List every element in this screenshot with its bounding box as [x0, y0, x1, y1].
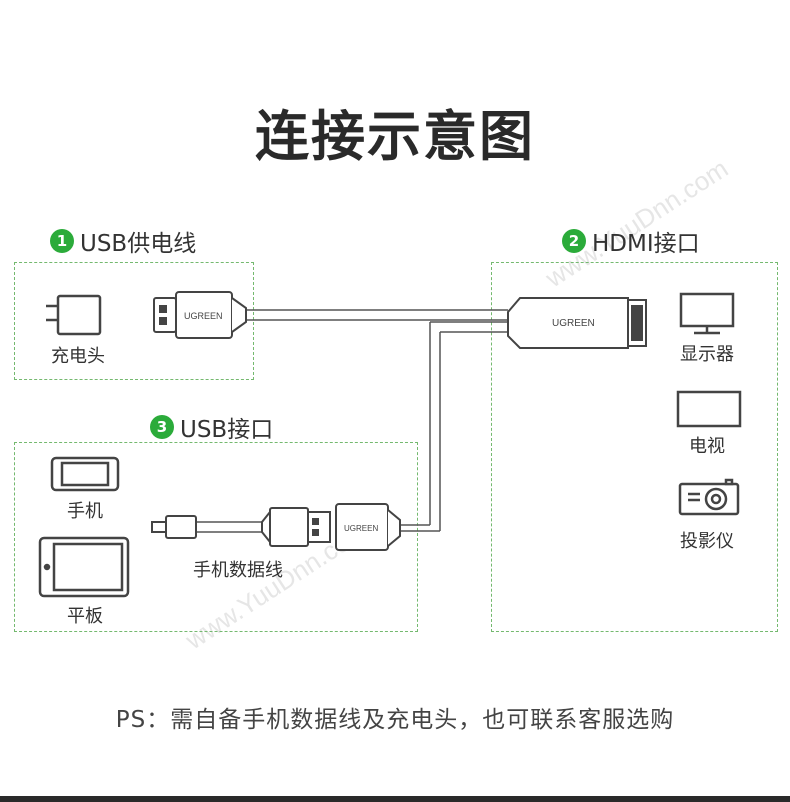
section-usb-port-label: 3 USB接口 [150, 410, 273, 444]
hdmi-label-text: HDMI接口 [592, 231, 700, 257]
page-title: 连接示意图 [255, 105, 535, 168]
phone-data-cable [196, 521, 262, 533]
usb-female-connector-icon [335, 503, 401, 551]
hdmi-plug-icon [507, 297, 647, 349]
step-badge-2: 2 [562, 229, 586, 253]
projector-label: 投影仪 [680, 531, 734, 552]
phone-label: 手机 [67, 501, 103, 522]
footer-note: PS：需自备手机数据线及充电头，也可联系客服选购 [115, 707, 675, 733]
split-cable [400, 321, 508, 532]
usb-a-male-plug-icon [261, 507, 331, 547]
power-cable [236, 309, 508, 321]
tablet-icon [38, 536, 130, 598]
charger-label: 充电头 [51, 346, 105, 367]
usb-female-brand: UGREEN [344, 524, 378, 533]
tv-label: 电视 [689, 436, 725, 457]
usb-port-label-text: USB接口 [180, 417, 274, 443]
step-badge-1: 1 [50, 229, 74, 253]
step-badge-3: 3 [150, 415, 174, 439]
charger-icon [46, 294, 102, 336]
phone-cable-label: 手机数据线 [193, 560, 283, 581]
tv-icon [676, 390, 742, 428]
micro-usb-plug-icon [151, 515, 197, 539]
section-hdmi-label: 2 HDMI接口 [562, 224, 700, 258]
usb-power-label-text: USB供电线 [80, 231, 197, 257]
monitor-icon [679, 292, 735, 335]
usb-port-box [14, 442, 418, 632]
section-usb-power-label: 1 USB供电线 [50, 224, 196, 258]
phone-icon [50, 456, 120, 492]
tablet-label: 平板 [67, 606, 103, 627]
monitor-label: 显示器 [680, 344, 734, 365]
usb-a-plug-icon [153, 291, 247, 339]
usb-power-box [14, 262, 254, 380]
usb-plug-brand: UGREEN [184, 311, 223, 321]
hdmi-plug-brand: UGREEN [552, 318, 595, 329]
hdmi-box [491, 262, 778, 632]
projector-icon [678, 478, 740, 516]
bottom-bar [0, 796, 790, 802]
